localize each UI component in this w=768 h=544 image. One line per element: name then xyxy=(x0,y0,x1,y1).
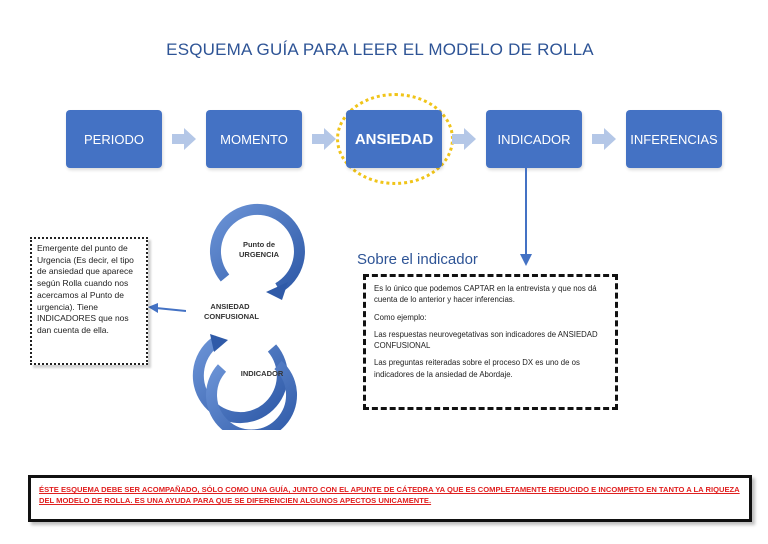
indicator-paragraph-1: Es lo único que podemos CAPTAR en la ent… xyxy=(374,284,597,305)
footer-warning: ÉSTE ESQUEMA DEBE SER ACOMPAÑADO, SÓLO C… xyxy=(28,475,752,522)
flow-box-inferencias: INFERENCIAS xyxy=(626,110,722,168)
indicator-note-box: Es lo único que podemos CAPTAR en la ent… xyxy=(363,274,618,410)
flow-box-periodo: PERIODO xyxy=(66,110,162,168)
cycle-label-indicador: INDICADOR xyxy=(240,369,284,378)
flow-arrow-4 xyxy=(592,128,616,150)
cycle-ring-top xyxy=(210,203,305,300)
flow-arrow-1 xyxy=(172,128,196,150)
indicator-heading: Sobre el indicador xyxy=(357,251,478,268)
indicator-paragraph-4: Las preguntas reiteradas sobre el proces… xyxy=(374,358,580,379)
diagram-title: ESQUEMA GUÍA PARA LEER EL MODELO DE ROLL… xyxy=(166,40,594,59)
flow-box-ansiedad: ANSIEDAD xyxy=(346,110,442,168)
cycle-label-punto-urgencia: Punto de URGENCIA xyxy=(238,240,279,259)
left-note-box: Emergente del punto de Urgencia (Es deci… xyxy=(30,237,148,365)
indicator-paragraph-2: Como ejemplo: xyxy=(374,312,427,322)
flow-box-momento: MOMENTO xyxy=(206,110,302,168)
cycle-ring-bottom xyxy=(206,360,297,430)
cycle-diagram xyxy=(192,203,305,430)
indicator-paragraph-3: Las respuestas neurovegetativas son indi… xyxy=(374,329,598,351)
flow-box-indicador: INDICADOR xyxy=(486,110,582,168)
cycle-to-note-arrow xyxy=(148,303,186,313)
indicador-connector-arrow xyxy=(520,168,532,266)
cycle-label-ansiedad-confusional: ANSIEDAD CONFUSIONAL xyxy=(204,302,259,321)
flow-arrow-2 xyxy=(312,128,336,150)
flow-arrow-3 xyxy=(452,128,476,150)
